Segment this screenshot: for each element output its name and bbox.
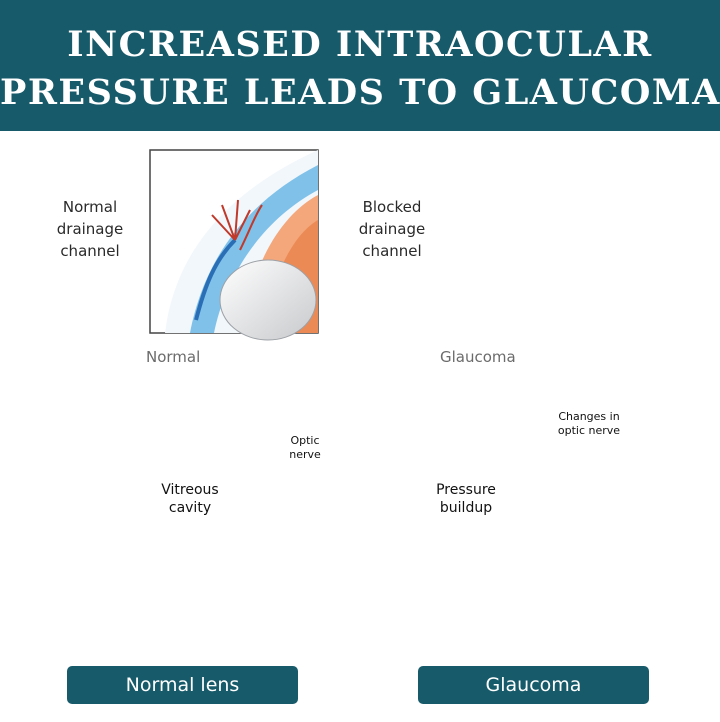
pressure-buildup-label-line-2: buildup [439,500,493,516]
vitreous-cavity-label-line-2: cavity [168,500,212,516]
title-line-2: PRESSURE LEADS TO GLAUCOMA [0,72,720,113]
title-line-1: INCREASED INTRAOCULAR [67,24,653,65]
normal-caption: Normal [146,348,201,366]
pressure-buildup-label-line-1: Pressure [436,482,496,498]
vitreous-cavity-label-line-1: Vitreous [161,482,219,498]
normal-drainage-label-line-1: Normal [62,198,118,216]
blocked-drainage-label-line-3: channel [362,242,422,260]
blocked-drainage-label-line-1: Blocked [362,198,422,216]
title-banner: INCREASED INTRAOCULAR PRESSURE LEADS TO … [0,0,720,131]
vitreous-cavity-label: Vitreous cavity [150,481,230,517]
normal-drainage-label-line-2: drainage [56,220,124,238]
glaucoma-button[interactable]: Glaucoma [418,666,649,704]
optic-nerve-label: Optic nerve [280,434,330,462]
blocked-drainage-label: Blocked drainage channel [344,196,440,262]
optic-nerve-label-line-2: nerve [289,448,321,461]
optic-nerve-changes-label: Changes in optic nerve [551,410,627,438]
glaucoma-diagram [149,149,319,341]
blocked-drainage-label-line-2: drainage [358,220,426,238]
normal-drainage-inset [149,149,319,341]
glaucoma-caption: Glaucoma [440,348,516,366]
optic-nerve-changes-label-line-1: Changes in [558,410,620,423]
normal-lens-button[interactable]: Normal lens [67,666,298,704]
pressure-buildup-label: Pressure buildup [424,481,508,517]
optic-nerve-label-line-1: Optic [290,434,320,447]
optic-nerve-changes-label-line-2: optic nerve [557,424,621,437]
normal-drainage-label-line-3: channel [60,242,120,260]
normal-drainage-label: Normal drainage channel [40,196,140,262]
